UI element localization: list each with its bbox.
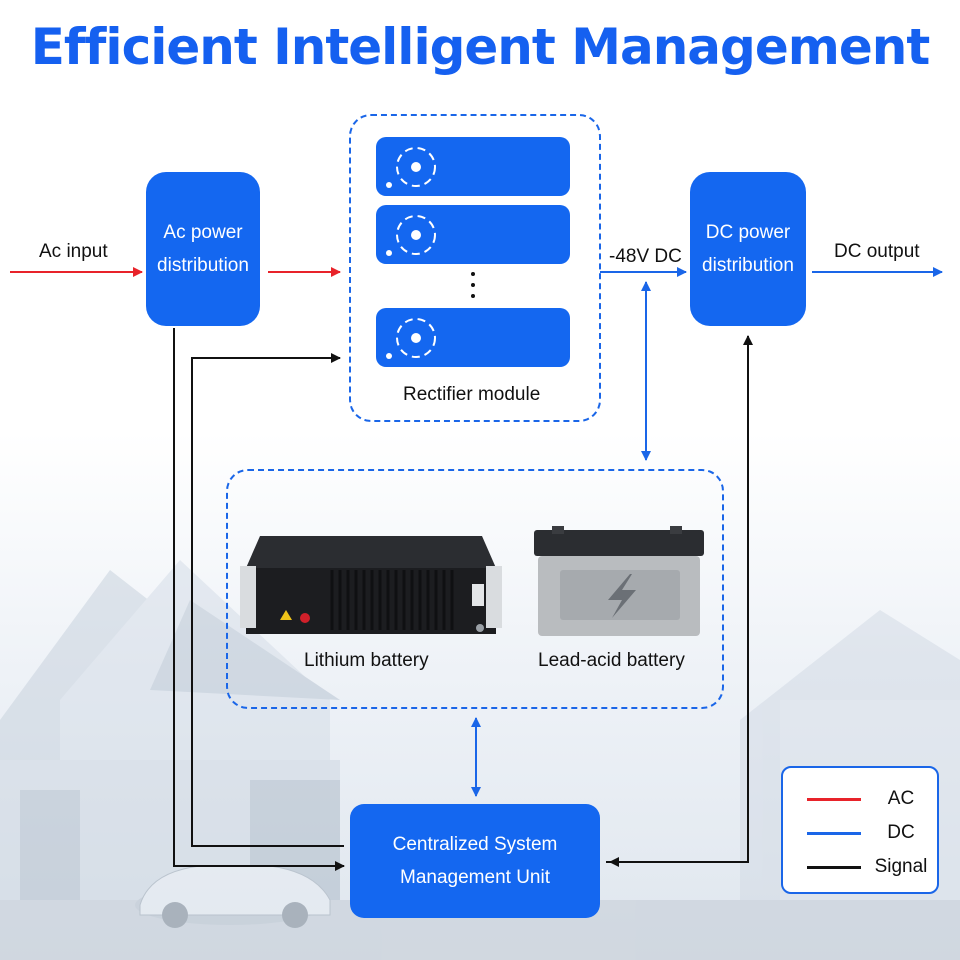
page-title: Efficient Intelligent Management (30, 18, 930, 76)
lithium-battery-label: Lithium battery (304, 650, 429, 671)
fan-icon (386, 318, 436, 359)
rectifier-module-1 (376, 137, 570, 196)
ac-dist-line-2: distribution (157, 255, 249, 276)
legend: AC DC Signal (781, 766, 939, 894)
fan-icon (386, 215, 436, 256)
rectifier-module-3 (376, 308, 570, 367)
centralized-system-management-unit-box: Centralized System Management Unit (350, 804, 600, 918)
ac-power-distribution-box: Ac power distribution (146, 172, 260, 326)
ellipsis-icon (471, 272, 475, 298)
lead-acid-battery-image (534, 526, 704, 636)
legend-swatch-signal (807, 866, 861, 869)
dc-output-label: DC output (834, 241, 920, 262)
legend-swatch-ac (807, 798, 861, 801)
legend-label-dc: DC (887, 822, 915, 843)
dc-dist-line-1: DC power (705, 222, 791, 243)
rectifier-module-2 (376, 205, 570, 264)
rectifier-label: Rectifier module (403, 384, 541, 405)
lithium-battery-image (240, 536, 502, 634)
legend-label-signal: Signal (874, 856, 928, 877)
rectifier-group (349, 114, 601, 422)
dc-voltage-label: -48V DC (609, 246, 682, 267)
ac-input-label: Ac input (39, 241, 108, 262)
legend-item-dc: DC (783, 818, 941, 848)
csmu-line-1: Centralized System (392, 834, 558, 855)
legend-item-ac: AC (783, 784, 941, 814)
battery-group (226, 469, 724, 709)
legend-swatch-dc (807, 832, 861, 835)
dc-power-distribution-box: DC power distribution (690, 172, 806, 326)
fan-icon (386, 147, 436, 188)
legend-label-ac: AC (887, 788, 915, 809)
legend-item-signal: Signal (783, 852, 941, 882)
lead-acid-battery-label: Lead-acid battery (538, 650, 685, 671)
signal-csmu-to-rectifier (191, 353, 344, 847)
dc-dist-line-2: distribution (702, 255, 794, 276)
signal-ac-to-csmu (173, 328, 345, 871)
ac-dist-line-1: Ac power (163, 222, 243, 243)
csmu-line-2: Management Unit (400, 867, 550, 888)
